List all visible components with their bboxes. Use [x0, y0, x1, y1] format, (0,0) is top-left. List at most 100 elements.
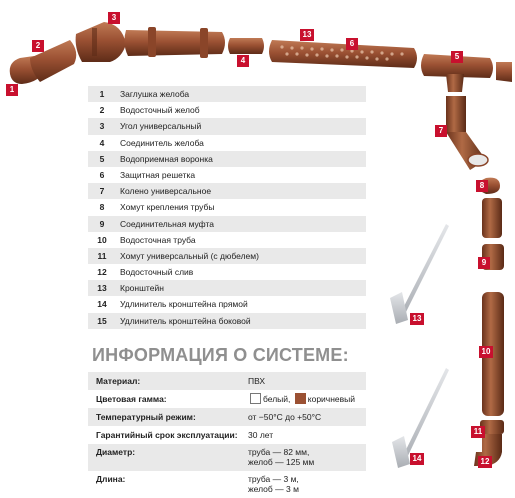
- tag-10: 10: [479, 346, 493, 358]
- info-value: труба — 82 мм, желоб — 125 мм: [248, 447, 366, 471]
- part-label: Соединительная муфта: [120, 218, 214, 229]
- info-key: Длина:: [96, 474, 126, 484]
- list-item: 3 Угол универсальный: [88, 118, 366, 135]
- part-label: Водосточная труба: [120, 234, 196, 245]
- part-number: 11: [97, 250, 107, 261]
- part-label: Хомут универсальный (с дюбелем): [120, 250, 259, 261]
- bracket-foot: [390, 292, 408, 324]
- color-white-label: белый,: [263, 394, 291, 404]
- gutter-clip-a: [148, 27, 156, 57]
- info-row-diameter: Диаметр: труба — 82 мм, желоб — 125 мм: [88, 444, 366, 471]
- part-label: Удлинитель кронштейна боковой: [120, 315, 251, 326]
- info-key: Материал:: [96, 376, 141, 386]
- list-item: 1 Заглушка желоба: [88, 86, 366, 103]
- part-label: Кронштейн: [120, 283, 164, 294]
- part-number: 6: [99, 169, 105, 180]
- tag-3: 3: [108, 12, 120, 24]
- part-number: 15: [97, 315, 107, 326]
- corner-piece: [75, 22, 126, 62]
- pipe-segment: [482, 198, 502, 238]
- part-label: Удлинитель кронштейна прямой: [120, 299, 248, 310]
- list-item: 10 Водосточная труба: [88, 232, 366, 248]
- tag-8: 8: [476, 180, 488, 192]
- part-number: 10: [97, 234, 107, 245]
- tag-1: 1: [6, 84, 18, 96]
- funnel-gutter: [421, 54, 493, 78]
- part-number: 4: [99, 137, 105, 148]
- part-number: 12: [97, 267, 107, 278]
- downpipe: [482, 292, 504, 416]
- part-number: 9: [99, 218, 105, 229]
- parts-list: 1 Заглушка желоба 2 Водосточный желоб 3 Уго…: [88, 86, 366, 329]
- bracket-extension-foot: [392, 436, 410, 468]
- part-number: 5: [99, 153, 105, 164]
- protective-grid: [280, 45, 404, 61]
- gutter-clip-b: [200, 28, 208, 58]
- tag-14: 14: [410, 453, 424, 465]
- part-label: Водосточный желоб: [120, 105, 200, 116]
- color-brown-label: коричневый: [307, 394, 356, 404]
- part-number: 13: [97, 283, 107, 294]
- info-row-length: Длина: труба — 3 м, желоб — 3 м: [88, 471, 366, 498]
- guard-gutter: [269, 40, 417, 68]
- part-label: Заглушка желоба: [120, 89, 190, 99]
- part-number: 1: [99, 89, 105, 99]
- info-key: Цветовая гамма:: [96, 394, 167, 404]
- info-title: ИНФОРМАЦИЯ О СИСТЕМЕ:: [92, 345, 349, 365]
- gutter-piece: [30, 40, 77, 82]
- gutter-connector: [228, 38, 264, 54]
- list-item: 9 Соединительная муфта: [88, 215, 366, 232]
- length-gutter: желоб — 3 м: [248, 484, 299, 494]
- info-row-temperature: Температурный режим: от −50°С до +50°С: [88, 408, 366, 426]
- diameter-pipe: труба — 82 мм,: [248, 447, 310, 457]
- info-row-warranty: Гарантийный срок эксплуатации: 30 лет: [88, 426, 366, 444]
- list-item: 15 Удлинитель кронштейна боковой: [88, 312, 366, 329]
- info-key: Диаметр:: [96, 447, 136, 457]
- outlet-clamp: [480, 420, 504, 434]
- tag-6: 6: [346, 38, 358, 50]
- part-number: 2: [99, 105, 105, 116]
- part-number: 7: [99, 186, 105, 197]
- white-swatch-icon: [250, 393, 261, 404]
- brown-swatch-icon: [294, 393, 306, 404]
- part-number: 14: [97, 299, 107, 310]
- tag-2: 2: [32, 40, 44, 52]
- part-number: 3: [99, 121, 105, 132]
- tag-12: 12: [478, 456, 492, 468]
- list-item: 7 Колено универсальное: [88, 183, 366, 200]
- tag-9: 9: [478, 257, 490, 269]
- tag-11: 11: [471, 426, 485, 438]
- info-table: Материал: ПВХ Цветовая гамма: белый, кор…: [88, 372, 366, 498]
- bracket-rod: [398, 224, 449, 320]
- gutter-section: [124, 30, 225, 56]
- part-label: Хомут крепления трубы: [120, 202, 215, 213]
- info-value: ПВХ: [248, 376, 266, 386]
- list-item: 14 Удлинитель кронштейна прямой: [88, 296, 366, 312]
- info-value: белый, коричневый: [248, 390, 366, 408]
- part-label: Водоприемная воронка: [120, 153, 213, 164]
- corner-clip: [92, 28, 97, 56]
- bracket-extension-rod: [400, 368, 449, 464]
- tag-13-bracket: 13: [410, 313, 424, 325]
- info-key: Температурный режим:: [96, 412, 196, 422]
- info-value: 30 лет: [248, 430, 274, 440]
- part-label: Угол универсальный: [120, 121, 202, 132]
- list-item: 5 Водоприемная воронка: [88, 150, 366, 167]
- list-item: 11 Хомут универсальный (с дюбелем): [88, 247, 366, 265]
- tag-5: 5: [451, 51, 463, 63]
- gutter-tail: [496, 62, 512, 82]
- elbow-upper: [446, 96, 466, 132]
- tag-4: 4: [237, 55, 249, 67]
- part-label: Колено универсальное: [120, 186, 212, 197]
- funnel-outlet: [446, 74, 464, 92]
- info-value: от −50°С до +50°С: [248, 412, 322, 422]
- diameter-gutter: желоб — 125 мм: [248, 457, 315, 467]
- info-row-material: Материал: ПВХ: [88, 372, 366, 390]
- info-key: Гарантийный срок эксплуатации:: [96, 430, 238, 440]
- info-value: труба — 3 м, желоб — 3 м: [248, 474, 366, 498]
- list-item: 13 Кронштейн: [88, 280, 366, 297]
